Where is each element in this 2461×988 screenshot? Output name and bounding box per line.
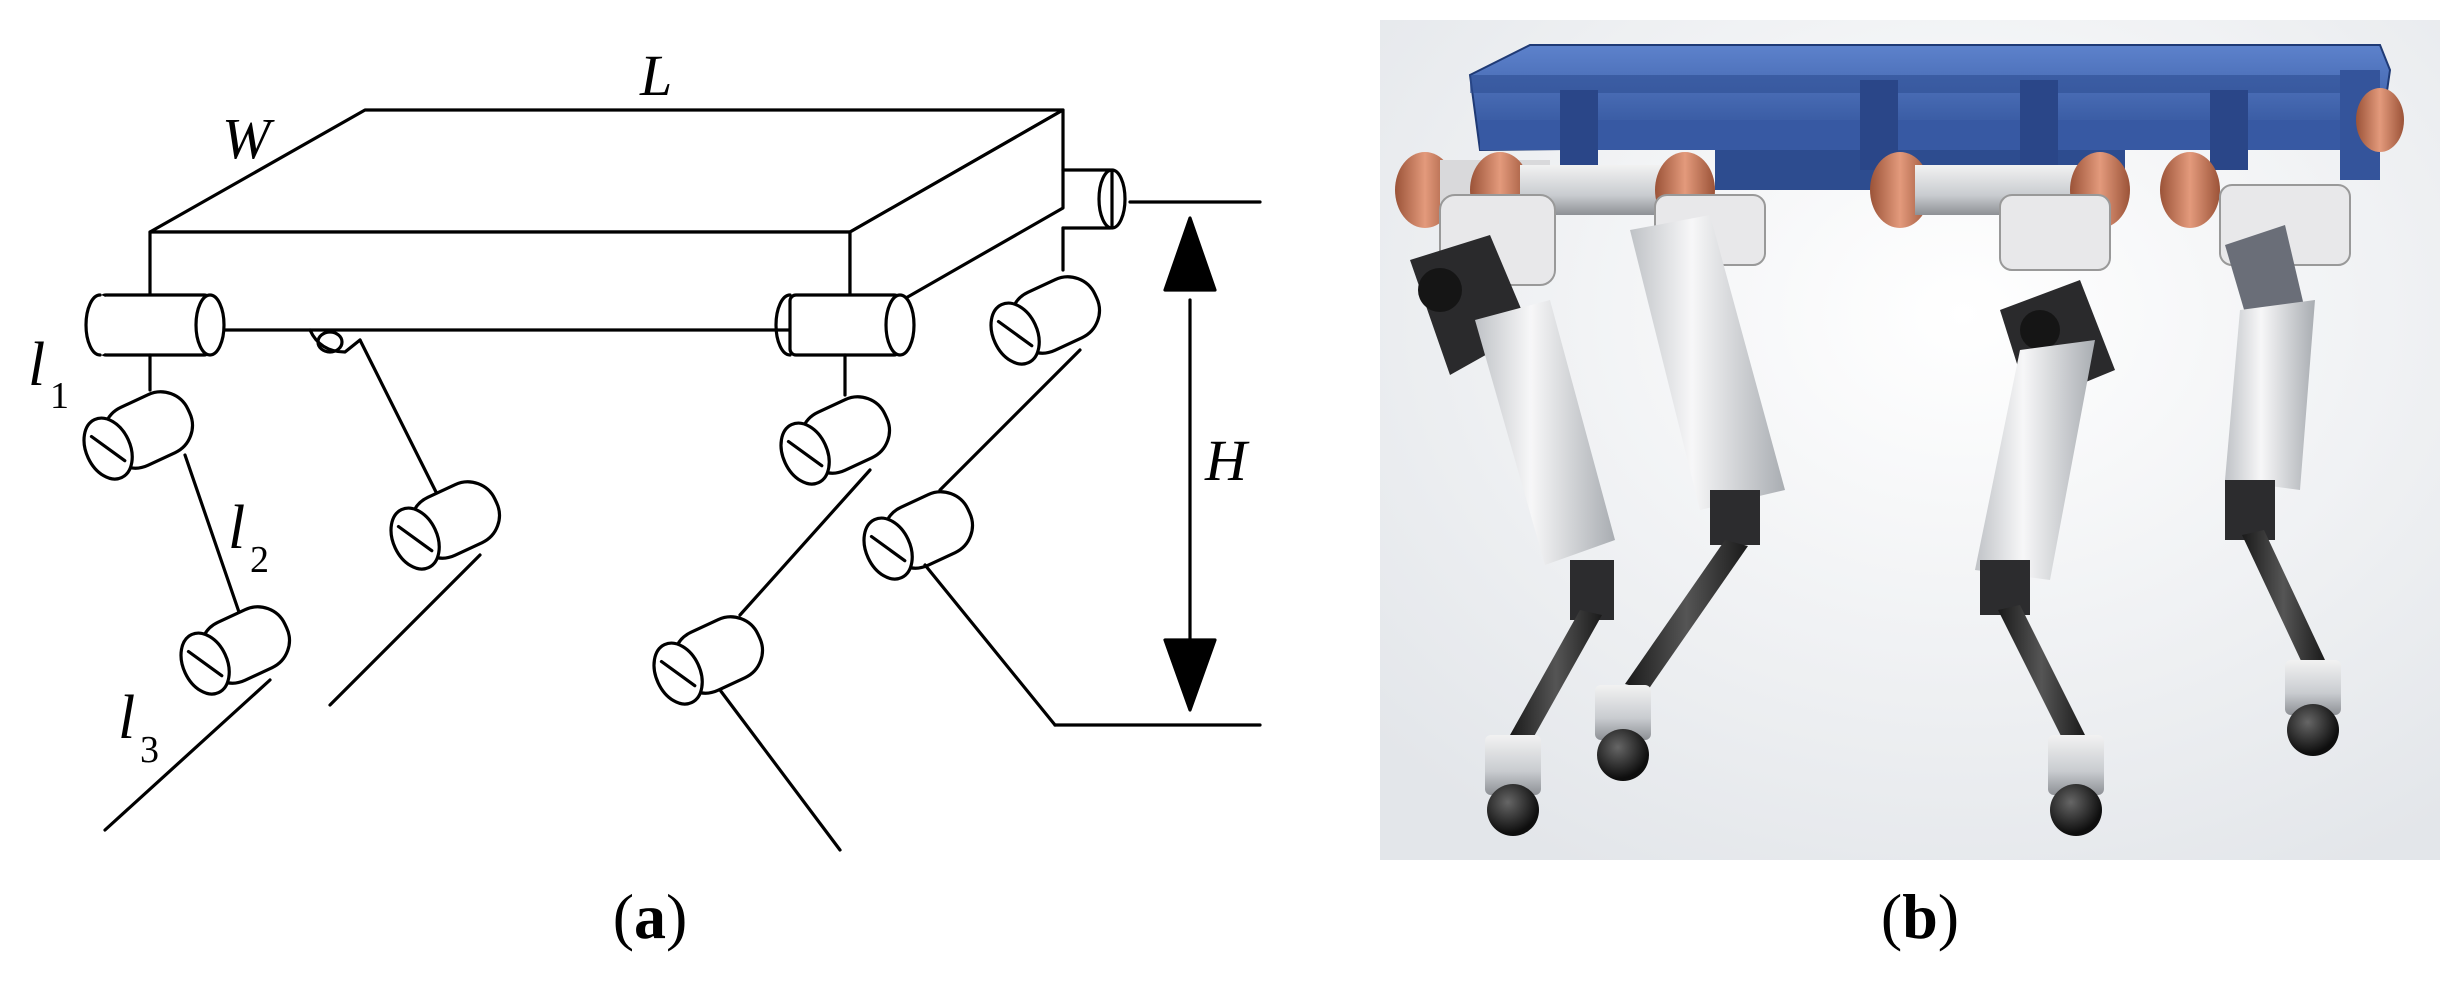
caption-a-close: ) — [666, 881, 688, 952]
robot-leg-1 — [1410, 194, 1615, 836]
caption-a-letter: a — [634, 881, 666, 952]
schematic-panel-a: L W H l 1 l 2 l 3 — [0, 0, 1330, 880]
hip-joint-rear-left-face — [316, 330, 344, 354]
link-length-label-l1: l 1 — [28, 331, 69, 417]
caption-b-close: ) — [1937, 881, 1960, 952]
schematic-drawing: L W H l 1 l 2 l 3 — [28, 43, 1262, 852]
l1-base: l — [28, 331, 45, 399]
robot-leg-2 — [1595, 194, 1785, 781]
caption-b: (b) — [1790, 880, 2050, 954]
robot-leg-4 — [2219, 184, 2351, 756]
leg-front-left — [82, 353, 292, 832]
length-label: L — [639, 43, 672, 108]
hip-joint-front-right — [774, 293, 916, 357]
hip-joint-front-left — [84, 293, 226, 357]
robot-body-box — [148, 108, 1065, 332]
l1-subscript: 1 — [50, 375, 69, 417]
leg-rear-left — [328, 338, 502, 707]
leg-rear-right — [862, 226, 1262, 727]
width-label: W — [222, 106, 275, 171]
l2-subscript: 2 — [250, 539, 269, 581]
caption-a-open: ( — [612, 881, 634, 952]
robot-render-panel-b — [1380, 20, 2440, 860]
height-label: H — [1204, 428, 1250, 493]
link-length-label-l3: l 3 — [118, 684, 159, 771]
caption-b-open: ( — [1880, 881, 1903, 952]
caption-a: (a) — [520, 880, 780, 954]
l3-subscript: 3 — [140, 729, 159, 771]
robot-3d-render — [1380, 20, 2440, 860]
leg-front-right — [652, 353, 892, 852]
height-dimension-arrow — [1163, 216, 1217, 712]
robot-leg-3 — [1975, 194, 2115, 836]
l2-base: l — [228, 494, 245, 562]
link-length-label-l2: l 2 — [228, 494, 269, 581]
rear-hip-joint — [1061, 168, 1262, 230]
hip-joint-rear-left — [308, 328, 362, 354]
l3-base: l — [118, 684, 135, 752]
caption-b-letter: b — [1902, 881, 1938, 952]
